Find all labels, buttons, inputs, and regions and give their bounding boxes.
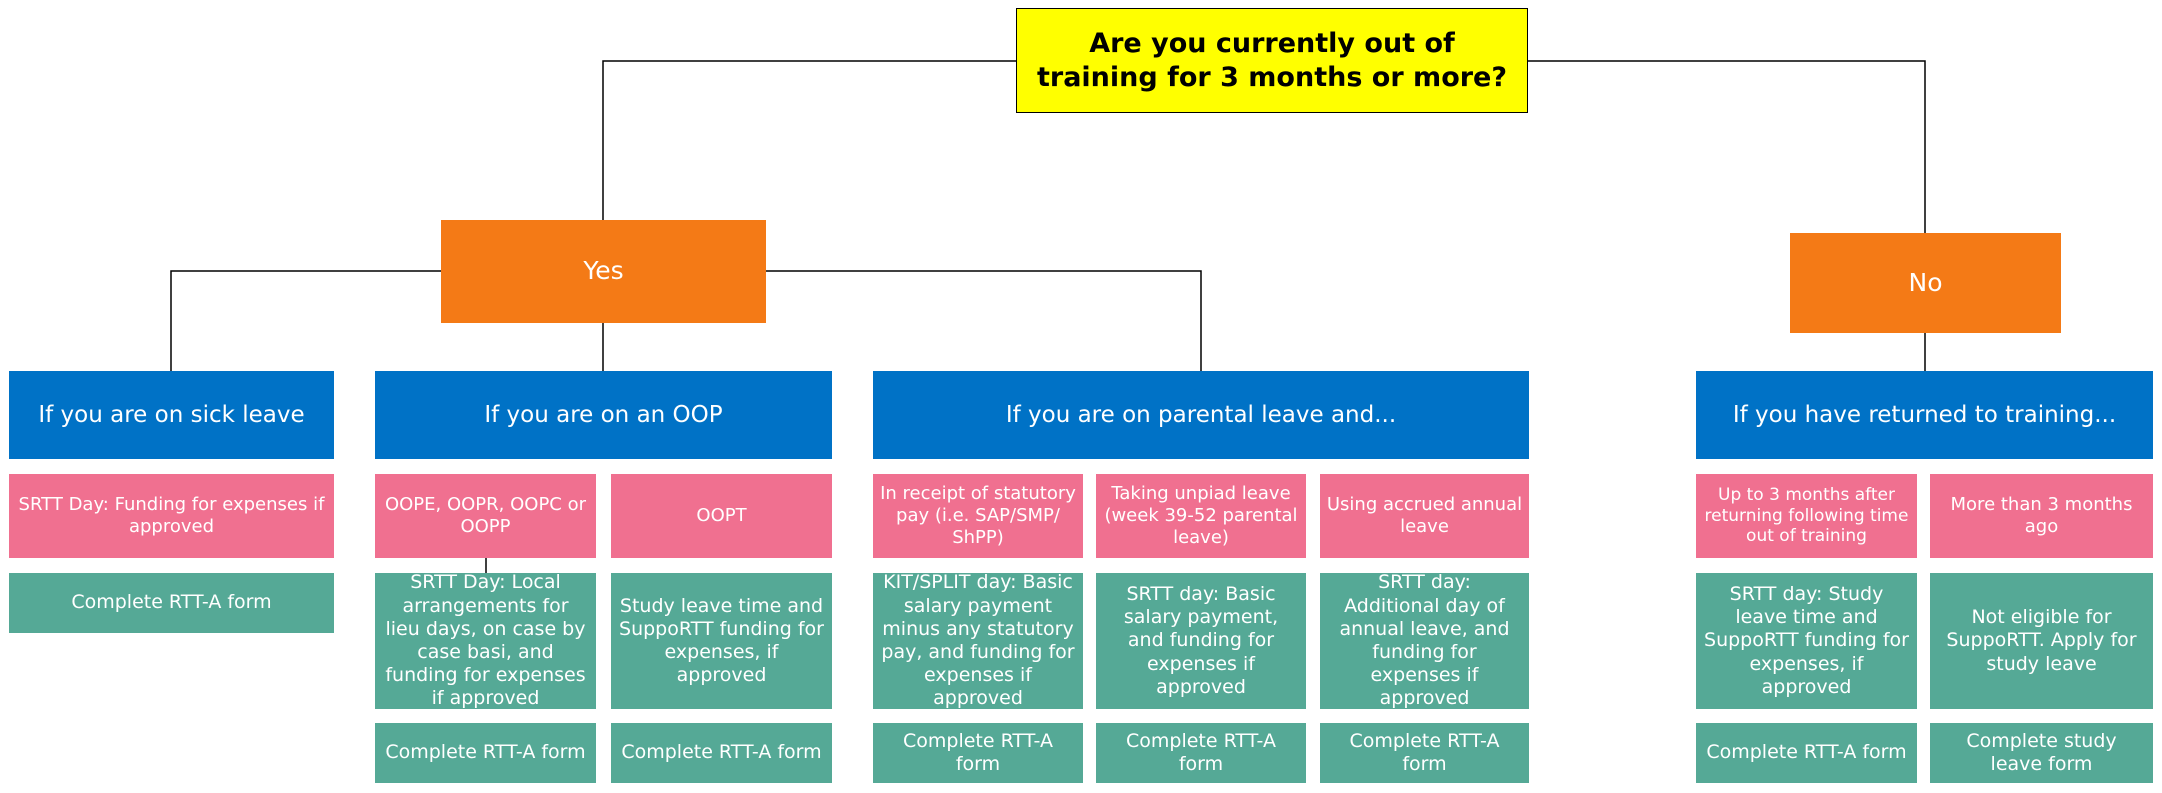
connector-yes-sick: [170, 270, 441, 371]
connector-question-yes: [602, 60, 1016, 220]
oop-condition-oopt: OOPT: [611, 474, 832, 558]
parental-condition-statutory: In receipt of statutory pay (i.e. SAP/SM…: [873, 474, 1083, 558]
sick-leave-heading: If you are on sick leave: [9, 371, 334, 459]
parental-action-statutory: Complete RTT-A form: [873, 723, 1083, 783]
sick-leave-action: Complete RTT-A form: [9, 573, 334, 633]
parental-action-unpaid: Complete RTT-A form: [1096, 723, 1306, 783]
parental-action-annual-leave: Complete RTT-A form: [1320, 723, 1529, 783]
returned-detail-up-to-3-months: SRTT day: Study leave time and SuppoRTT …: [1696, 573, 1917, 709]
parental-detail-unpaid: SRTT day: Basic salary payment, and fund…: [1096, 573, 1306, 709]
oop-action-oopt: Complete RTT-A form: [611, 723, 832, 783]
returned-detail-more-than-3-months: Not eligible for SuppoRTT. Apply for stu…: [1930, 573, 2153, 709]
parental-leave-heading: If you are on parental leave and...: [873, 371, 1529, 459]
returned-to-training-heading: If you have returned to training...: [1696, 371, 2153, 459]
returned-action-more-than-3-months: Complete study leave form: [1930, 723, 2153, 783]
oop-action-oope: Complete RTT-A form: [375, 723, 596, 783]
returned-condition-up-to-3-months: Up to 3 months after returning following…: [1696, 474, 1917, 558]
sick-leave-condition: SRTT Day: Funding for expenses if approv…: [9, 474, 334, 558]
connector-yes-parental: [765, 270, 1202, 371]
root-question: Are you currently out of training for 3 …: [1016, 8, 1528, 113]
oop-detail-oope: SRTT Day: Local arrangements for lieu da…: [375, 571, 596, 709]
parental-condition-annual-leave: Using accrued annual leave: [1320, 474, 1529, 558]
returned-condition-more-than-3-months: More than 3 months ago: [1930, 474, 2153, 558]
oop-condition-oope: OOPE, OOPR, OOPC or OOPP: [375, 474, 596, 558]
oop-detail-oopt: Study leave time and SuppoRTT funding fo…: [611, 573, 832, 709]
parental-detail-statutory: KIT/SPLIT day: Basic salary payment minu…: [873, 571, 1083, 709]
parental-detail-annual-leave: SRTT day: Additional day of annual leave…: [1320, 571, 1529, 709]
connector-question-no: [1528, 60, 1926, 233]
yes-decision: Yes: [441, 220, 766, 323]
returned-action-up-to-3-months: Complete RTT-A form: [1696, 723, 1917, 783]
parental-condition-unpaid: Taking unpiad leave (week 39-52 parental…: [1096, 474, 1306, 558]
no-decision: No: [1790, 233, 2061, 333]
oop-heading: If you are on an OOP: [375, 371, 832, 459]
